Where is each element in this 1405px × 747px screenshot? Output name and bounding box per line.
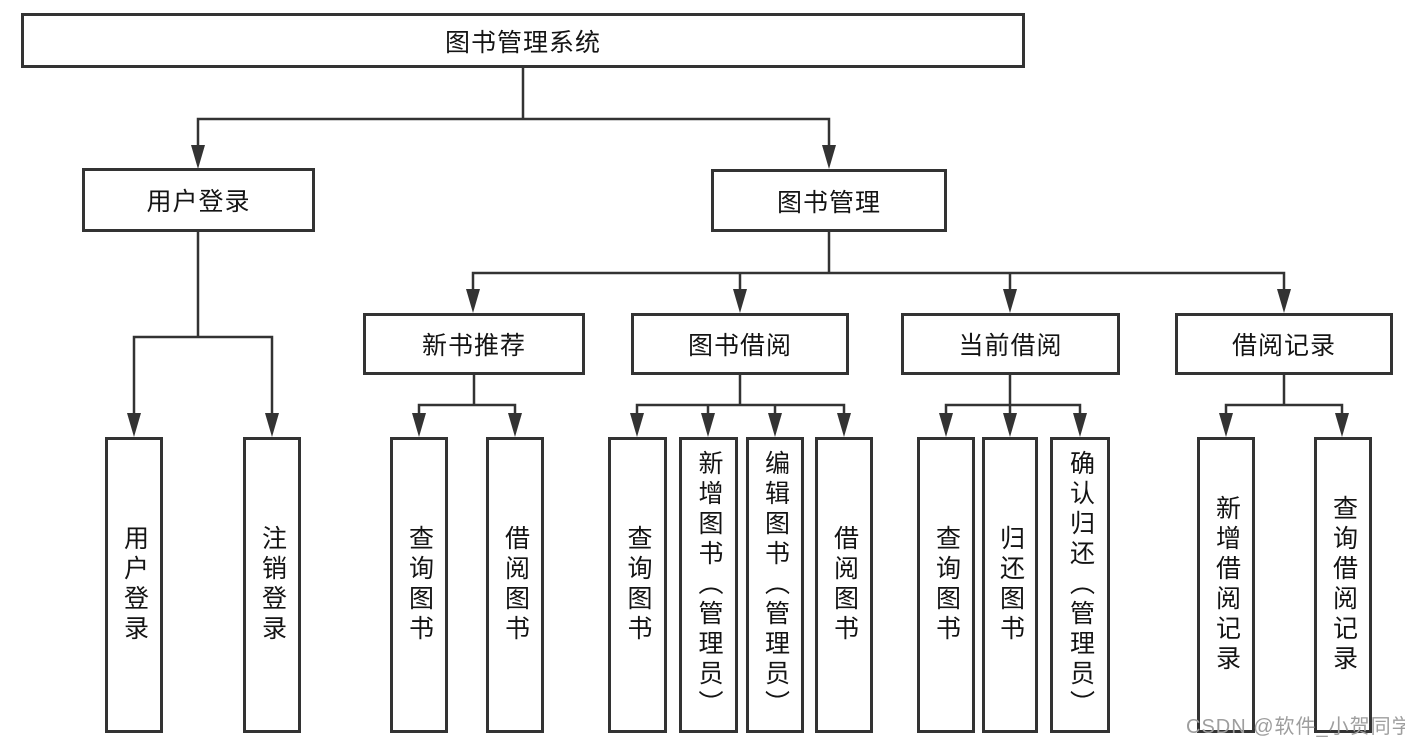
leaf-add-book-admin: 新增图书（管理员）: [679, 437, 738, 733]
connector-paths: [132, 66, 1344, 420]
arrowhead-icons: [127, 145, 1349, 437]
leaf-edit-book-admin: 编辑图书（管理员）: [746, 437, 804, 733]
leaf-query-borrow-record: 查询借阅记录: [1314, 437, 1372, 733]
node-label: 新增图书（管理员）: [695, 450, 723, 720]
node-label: 图书管理系统: [444, 28, 601, 57]
node-label: 图书管理: [776, 188, 881, 217]
node-label: 新增借阅记录: [1212, 495, 1241, 675]
leaf-confirm-return-admin: 确认归还（管理员）: [1050, 437, 1110, 733]
node-label: 借阅记录: [1231, 332, 1336, 360]
node-user-login: 用户登录: [82, 168, 315, 232]
leaf-borrow-books-2: 借阅图书: [815, 437, 873, 733]
node-book-management: 图书管理: [711, 169, 947, 232]
node-book-borrow: 图书借阅: [631, 313, 849, 375]
node-new-book-recommend: 新书推荐: [363, 313, 585, 375]
leaf-query-books-1: 查询图书: [390, 437, 448, 733]
node-label: 编辑图书（管理员）: [761, 450, 790, 720]
node-label: 注销登录: [258, 525, 287, 645]
node-label: 用户登录: [146, 188, 251, 216]
node-label: 查询图书: [932, 525, 961, 645]
node-label: 新书推荐: [421, 332, 526, 360]
node-label: 确认归还（管理员）: [1066, 450, 1095, 720]
csdn-watermark: CSDN @软件_小贺同学: [1186, 716, 1405, 738]
node-label: 用户登录: [120, 525, 149, 645]
node-label: 查询借阅记录: [1329, 495, 1358, 675]
node-label: 归还图书: [996, 525, 1025, 645]
node-label: 查询图书: [405, 525, 434, 645]
node-borrow-record: 借阅记录: [1175, 313, 1393, 375]
leaf-query-books-3: 查询图书: [917, 437, 975, 733]
node-library-management-system: 图书管理系统: [21, 13, 1025, 68]
leaf-query-books-2: 查询图书: [608, 437, 667, 733]
node-label: 查询图书: [624, 525, 652, 645]
node-label: 图书借阅: [687, 332, 792, 360]
leaf-logout: 注销登录: [243, 437, 301, 733]
leaf-return-book: 归还图书: [982, 437, 1038, 733]
node-label: 当前借阅: [958, 332, 1063, 360]
leaf-borrow-books-1: 借阅图书: [486, 437, 544, 733]
node-current-borrow: 当前借阅: [901, 313, 1120, 375]
node-label: 借阅图书: [501, 525, 530, 645]
leaf-add-borrow-record: 新增借阅记录: [1197, 437, 1255, 733]
leaf-user-login: 用户登录: [105, 437, 163, 733]
node-label: 借阅图书: [830, 525, 859, 645]
